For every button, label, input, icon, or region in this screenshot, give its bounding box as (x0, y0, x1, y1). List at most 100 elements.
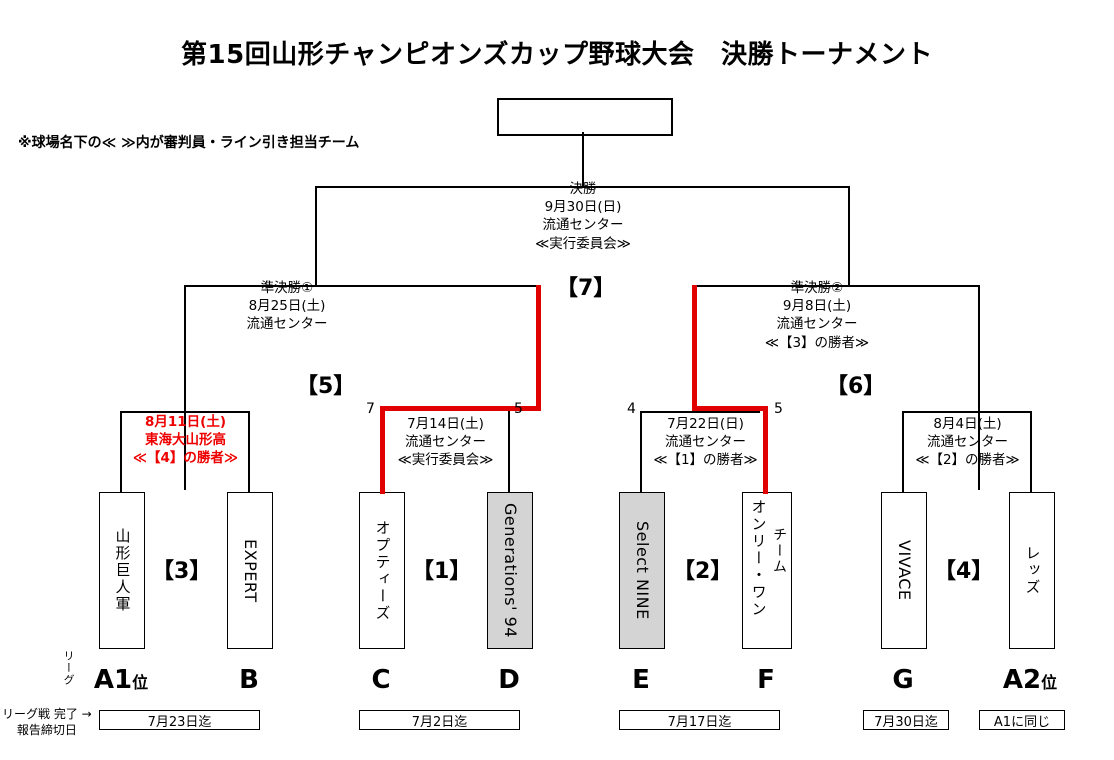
team-name-4: Select NINE (633, 521, 652, 620)
group-label-4: E (601, 665, 681, 695)
semifinal-2-round-label: 準決勝② (790, 280, 844, 296)
group-label-3: D (469, 665, 549, 695)
semifinal-2-info: 準決勝② 9月8日(土) 流通センター ≪【3】の勝者≫ (717, 279, 917, 352)
match-1-right-drop-line (508, 411, 510, 493)
final-match-number: 【7】 (556, 276, 616, 301)
match-2-horizontal-line-winner (692, 406, 768, 411)
match-4-number: 【4】 (934, 559, 994, 584)
match-3-officials: ≪【4】の勝者≫ (132, 450, 239, 467)
league-deadline-label-line1: リーグ戦 完了 → (2, 707, 92, 721)
match-4-right-drop-line (1030, 411, 1032, 493)
match-2-officials: ≪【1】の勝者≫ (653, 452, 758, 469)
semifinal-1-horizontal-line (184, 285, 540, 287)
team-name-5-sub: チーム (771, 527, 787, 575)
match-3-right-drop-line (248, 411, 250, 493)
match-1-venue: 流通センター (405, 434, 486, 451)
match-1-number: 【1】 (412, 559, 472, 584)
semifinal-2-officials: ≪【3】の勝者≫ (764, 334, 870, 351)
group-label-0: A1位 (81, 665, 161, 695)
semifinal-2-horizontal-line (694, 285, 980, 287)
final-horizontal-line (315, 186, 850, 188)
group-label-2: C (341, 665, 421, 695)
semifinal-2-right-drop-line (978, 285, 980, 490)
semifinal-1-info: 準決勝① 8月25日(土) 流通センター (187, 279, 387, 334)
match-2-score-left: 4 (627, 401, 636, 417)
match-2-right-drop-line-winner (763, 406, 768, 493)
semifinal-2-match-number: 【6】 (826, 374, 886, 399)
final-right-drop-line (848, 186, 850, 286)
team-name-7: レッズ (1023, 545, 1042, 596)
final-officials: ≪実行委員会≫ (535, 235, 631, 252)
match-2-score-right: 5 (774, 401, 783, 417)
group-label-7-suffix: 位 (1041, 673, 1058, 692)
league-side-label: リーグ (62, 650, 75, 686)
page-title: 第15回山形チャンピオンズカップ野球大会 決勝トーナメント (181, 40, 933, 70)
match-1-info: 7月14日(土) 流通センター ≪実行委員会≫ (373, 415, 518, 470)
match-1-score-left: 7 (366, 401, 375, 417)
match-4-date: 8月4日(土) (933, 416, 1002, 432)
group-label-7-text: A2 (1002, 665, 1042, 695)
team-name-1: EXPERT (241, 538, 260, 603)
team-name-3: Generations' 94 (501, 503, 520, 638)
match-4-officials: ≪【2】の勝者≫ (915, 452, 1020, 469)
semifinal-1-match-number: 【5】 (296, 374, 356, 399)
champion-box[interactable] (497, 98, 673, 136)
group-label-6-text: G (892, 665, 914, 695)
match-1-left-drop-line-winner (380, 406, 385, 493)
match-3-left-drop-line (120, 411, 122, 493)
team-box-4[interactable]: Select NINE (619, 492, 665, 649)
team-box-5[interactable]: オンリー・ワン チーム (742, 492, 792, 649)
team-box-0[interactable]: 山形巨人軍 (99, 492, 145, 649)
semifinal-1-right-drop-line-winner (536, 285, 541, 408)
semifinal-2-left-drop-line-winner (692, 285, 697, 408)
group-label-6: G (863, 665, 943, 695)
semifinal-1-venue: 流通センター (246, 316, 328, 333)
officials-note: ※球場名下の≪ ≫内が審判員・ライン引き担当チーム (18, 135, 360, 151)
group-label-4-text: E (632, 665, 650, 695)
deadline-box-0: 7月23日迄 (99, 710, 260, 730)
deadline-box-1: 7月2日迄 (359, 710, 520, 730)
match-2-info: 7月22日(日) 流通センター ≪【1】の勝者≫ (633, 415, 778, 470)
group-label-3-text: D (498, 665, 520, 695)
semifinal-2-date: 9月8日(土) (782, 298, 852, 315)
match-1-score-right: 5 (514, 401, 523, 417)
team-box-1[interactable]: EXPERT (227, 492, 273, 649)
match-3-date: 8月11日(土) (144, 414, 227, 430)
final-match-info: 決勝 9月30日(日) 流通センター ≪実行委員会≫ (483, 180, 683, 253)
match-2-date: 7月22日(日) (667, 416, 744, 432)
final-left-drop-line (315, 186, 317, 286)
group-label-7: A2位 (984, 665, 1076, 695)
match-2-horizontal-line (640, 411, 760, 413)
team-box-7[interactable]: レッズ (1009, 492, 1055, 649)
match-4-left-drop-line (902, 411, 904, 493)
team-name-6: VIVACE (895, 540, 914, 601)
group-label-1-text: B (239, 665, 259, 695)
match-4-horizontal-line (902, 411, 1032, 413)
team-name-2: オプティーズ (373, 519, 392, 622)
semifinal-1-left-drop-line (184, 285, 186, 490)
group-label-5: F (726, 665, 806, 695)
match-4-venue: 流通センター (927, 434, 1008, 451)
team-box-2[interactable]: オプティーズ (359, 492, 405, 649)
match-1-date: 7月14日(土) (407, 416, 484, 432)
league-deadline-label-line2: 報告締切日 (16, 723, 77, 738)
winner-stub-team-5 (763, 486, 768, 494)
match-4-info: 8月4日(土) 流通センター ≪【2】の勝者≫ (895, 415, 1040, 470)
match-2-left-drop-line (640, 411, 642, 493)
team-name-0: 山形巨人軍 (113, 528, 132, 613)
final-venue: 流通センター (542, 217, 624, 234)
final-date: 9月30日(日) (544, 199, 622, 216)
group-label-1: B (209, 665, 289, 695)
deadline-box-4: A1に同じ (979, 710, 1065, 730)
match-3-horizontal-line (120, 411, 250, 413)
deadline-box-2: 7月17日迄 (619, 710, 780, 730)
team-box-6[interactable]: VIVACE (881, 492, 927, 649)
team-box-3[interactable]: Generations' 94 (487, 492, 533, 649)
team-name-5: オンリー・ワン (749, 499, 768, 618)
group-label-2-text: C (371, 665, 391, 695)
match-2-venue: 流通センター (665, 434, 746, 451)
match-1-officials: ≪実行委員会≫ (397, 452, 494, 469)
group-label-0-suffix: 位 (132, 673, 149, 692)
match-1-horizontal-line-winner (380, 406, 541, 411)
match-3-venue: 東海大山形高 (145, 432, 226, 449)
